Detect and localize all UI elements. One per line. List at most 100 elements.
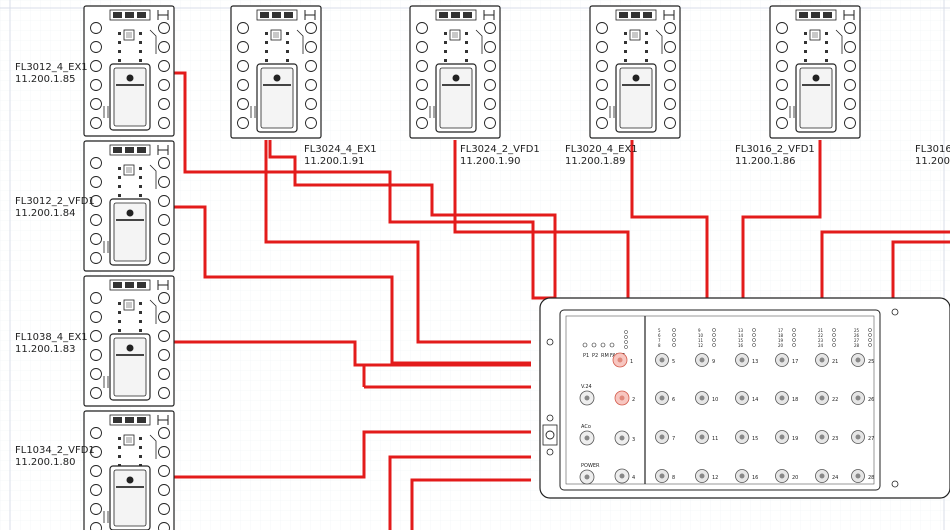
- led-dot: [139, 50, 142, 53]
- led-dot: [118, 176, 121, 179]
- right-terminal: [844, 60, 856, 72]
- module-logo-text: [622, 84, 650, 86]
- port-pin: [659, 473, 665, 479]
- mount-hole: [546, 338, 554, 346]
- port-pin: [779, 473, 785, 479]
- port-label: 26: [868, 397, 874, 403]
- port-led: [832, 328, 836, 332]
- port-pin: [739, 473, 745, 479]
- switch-body: [559, 309, 881, 491]
- led-dot: [444, 50, 447, 53]
- module-badge-lines: [126, 32, 132, 38]
- status-led: [591, 342, 597, 348]
- port-led: [792, 343, 796, 347]
- ground-icon: [483, 10, 495, 20]
- port-led: [752, 328, 756, 332]
- port-led-label: 10: [698, 333, 704, 338]
- module-cover-inner: [260, 67, 294, 129]
- module-trace: [655, 29, 663, 54]
- port-pin: [819, 434, 825, 440]
- port-led-label: 19: [778, 338, 784, 343]
- right-terminal: [158, 368, 170, 380]
- left-terminal: [596, 41, 608, 53]
- right-terminal: [484, 79, 496, 91]
- red-wire-9: [264, 140, 531, 344]
- led-dot: [139, 167, 142, 170]
- port-led: [868, 343, 872, 347]
- right-terminal: [158, 233, 170, 245]
- left-terminal: [90, 311, 102, 323]
- led-dot: [139, 302, 142, 305]
- port-led-label: 12: [698, 343, 704, 348]
- port-led-label: 7: [658, 338, 661, 343]
- left-terminal: [237, 79, 249, 91]
- right-terminal: [158, 22, 170, 34]
- led-dot: [118, 302, 121, 305]
- status-led-label: P2: [592, 353, 598, 359]
- port-label: 27: [868, 436, 874, 442]
- module-badge-lines: [452, 32, 458, 38]
- left-terminal: [90, 195, 102, 207]
- port-led-label: 18: [778, 333, 784, 338]
- left-port-pin: [619, 395, 625, 401]
- module-trace: [149, 434, 157, 459]
- module-header-pin: [439, 12, 448, 18]
- device-label-fl3016-partial: FL3016_ 11.200.: [915, 144, 950, 168]
- port-pin: [739, 357, 745, 363]
- right-terminal: [158, 484, 170, 496]
- module-header-pin: [125, 417, 134, 423]
- right-terminal: [158, 60, 170, 72]
- left-terminal: [90, 387, 102, 399]
- status-led: [582, 342, 588, 348]
- device-label-fl3012-2-vfd1: FL3012_2_VFD1 11.200.1.84: [15, 196, 95, 220]
- left-terminal: [90, 252, 102, 264]
- port-pin: [699, 357, 705, 363]
- port-led-label: 11: [698, 338, 704, 343]
- port-led: [624, 345, 628, 349]
- device-ip: 11.200.1.90: [460, 156, 521, 167]
- led-dot: [265, 59, 268, 62]
- led-dot: [286, 59, 289, 62]
- module-trace: [609, 106, 615, 118]
- port-led-label: 9: [698, 328, 701, 333]
- port-label: 22: [832, 397, 838, 403]
- module-header-pin: [137, 417, 146, 423]
- port-led: [752, 338, 756, 342]
- port-pin: [659, 395, 665, 401]
- status-led-label: RM: [601, 353, 609, 359]
- port-led-label: 27: [854, 338, 860, 343]
- left-terminal: [90, 349, 102, 361]
- port-led: [712, 338, 716, 342]
- port-led-label: 14: [738, 333, 744, 338]
- module-cover-inner: [439, 67, 473, 129]
- led-dot: [804, 50, 807, 53]
- right-terminal: [484, 117, 496, 129]
- right-terminal: [305, 22, 317, 34]
- red-wire-5: [820, 230, 950, 298]
- port-led: [624, 330, 628, 334]
- led-dot: [825, 50, 828, 53]
- port-led: [792, 338, 796, 342]
- led-dot: [139, 41, 142, 44]
- left-port-label: 2: [632, 397, 635, 403]
- power-connector-pin: [584, 474, 590, 480]
- led-dot: [444, 41, 447, 44]
- power-connector-pin: [584, 395, 590, 401]
- io-module-group: [83, 5, 861, 530]
- port-label: 5: [672, 359, 675, 365]
- port-led-label: 15: [738, 338, 744, 343]
- right-terminal: [158, 98, 170, 110]
- right-terminal: [158, 349, 170, 361]
- module-trace: [250, 106, 256, 118]
- module-header-pin: [113, 12, 122, 18]
- module-header-pin: [799, 12, 808, 18]
- left-terminal: [90, 368, 102, 380]
- module-header-pin: [284, 12, 293, 18]
- led-dot: [465, 50, 468, 53]
- io-module-fl3024-2-vfd1: [409, 5, 501, 139]
- module-badge-lines: [812, 32, 818, 38]
- left-terminal: [90, 176, 102, 188]
- left-terminal: [776, 98, 788, 110]
- led-dot: [804, 41, 807, 44]
- port-pin: [739, 395, 745, 401]
